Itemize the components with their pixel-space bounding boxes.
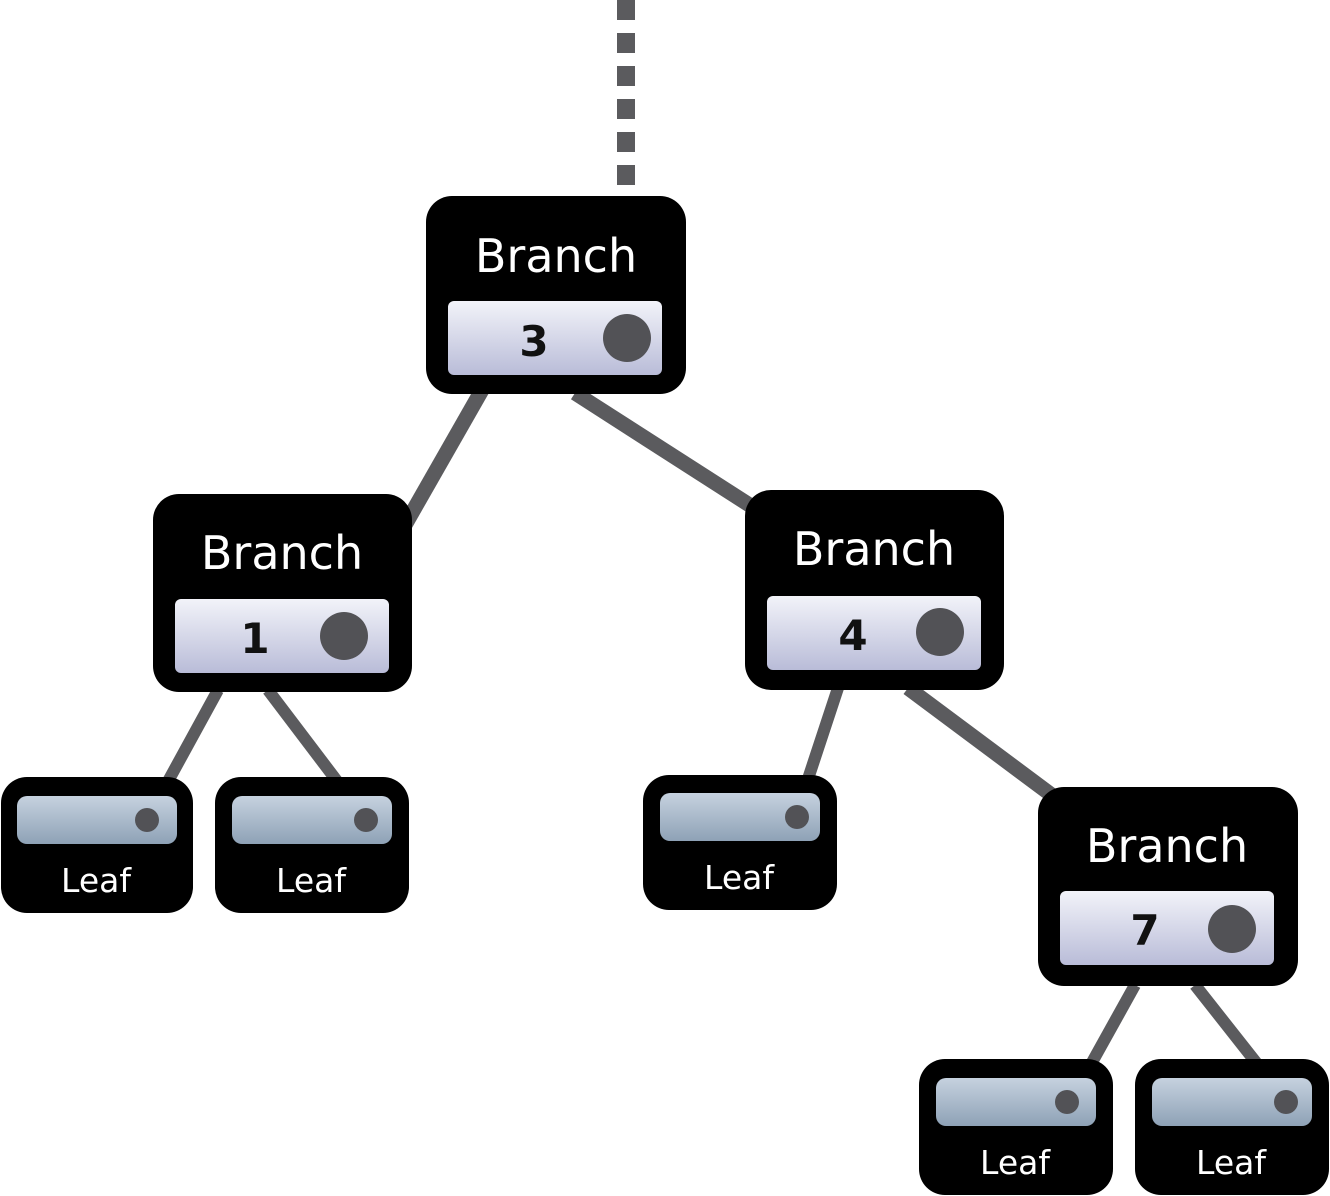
branch-title: Branch (475, 229, 637, 283)
leaf-panel (936, 1078, 1096, 1126)
branch-title: Branch (1086, 819, 1248, 873)
branch-key: 4 (838, 611, 867, 660)
pointer-dot-icon (603, 314, 651, 362)
edge-branch-1-to-leaf-2 (263, 686, 345, 789)
pointer-dot-icon (785, 805, 809, 829)
pointer-dot-icon (1208, 905, 1256, 953)
branch-title: Branch (201, 526, 363, 580)
branch-key: 3 (519, 317, 548, 366)
edge-branch-3-to-branch-4 (570, 386, 770, 522)
leaf-label: Leaf (1196, 1143, 1267, 1182)
branch-title: Branch (793, 522, 955, 576)
branch-node-7: Branch 7 (1038, 787, 1298, 986)
leaf-node-3: Leaf (643, 775, 837, 910)
leaf-label: Leaf (704, 858, 775, 897)
leaf-label: Leaf (980, 1143, 1051, 1182)
leaf-node-1: Leaf (1, 777, 193, 913)
leaf-node-2: Leaf (215, 777, 409, 913)
branch-key: 1 (240, 614, 269, 663)
pointer-dot-icon (1055, 1090, 1079, 1114)
pointer-dot-icon (354, 808, 378, 832)
leaf-node-4: Leaf (919, 1059, 1113, 1195)
leaf-panel (660, 793, 820, 841)
leaf-panel (1152, 1078, 1312, 1126)
branch-key-panel (448, 301, 662, 375)
branch-node-3: Branch 3 (426, 196, 686, 394)
leaf-label: Leaf (276, 861, 347, 900)
branch-key: 7 (1130, 906, 1159, 955)
edge-branch-1-to-leaf-1 (160, 687, 224, 788)
pointer-dot-icon (1274, 1090, 1298, 1114)
edge-branch-4-to-branch-7 (903, 681, 1070, 812)
leaf-node-5: Leaf (1135, 1059, 1329, 1195)
leaf-panel (17, 796, 177, 844)
leaf-panel (232, 796, 392, 844)
edges (160, 0, 1267, 1078)
edge-branch-3-to-branch-1 (398, 386, 489, 529)
branch-node-4: Branch 4 (745, 490, 1004, 690)
pointer-dot-icon (320, 612, 368, 660)
pointer-dot-icon (916, 608, 964, 656)
branch-node-1: Branch 1 (153, 494, 412, 692)
edge-branch-4-to-leaf-3 (800, 686, 844, 787)
leaf-label: Leaf (61, 861, 132, 900)
pointer-dot-icon (135, 808, 159, 832)
edge-branch-7-to-leaf-5 (1190, 981, 1267, 1074)
